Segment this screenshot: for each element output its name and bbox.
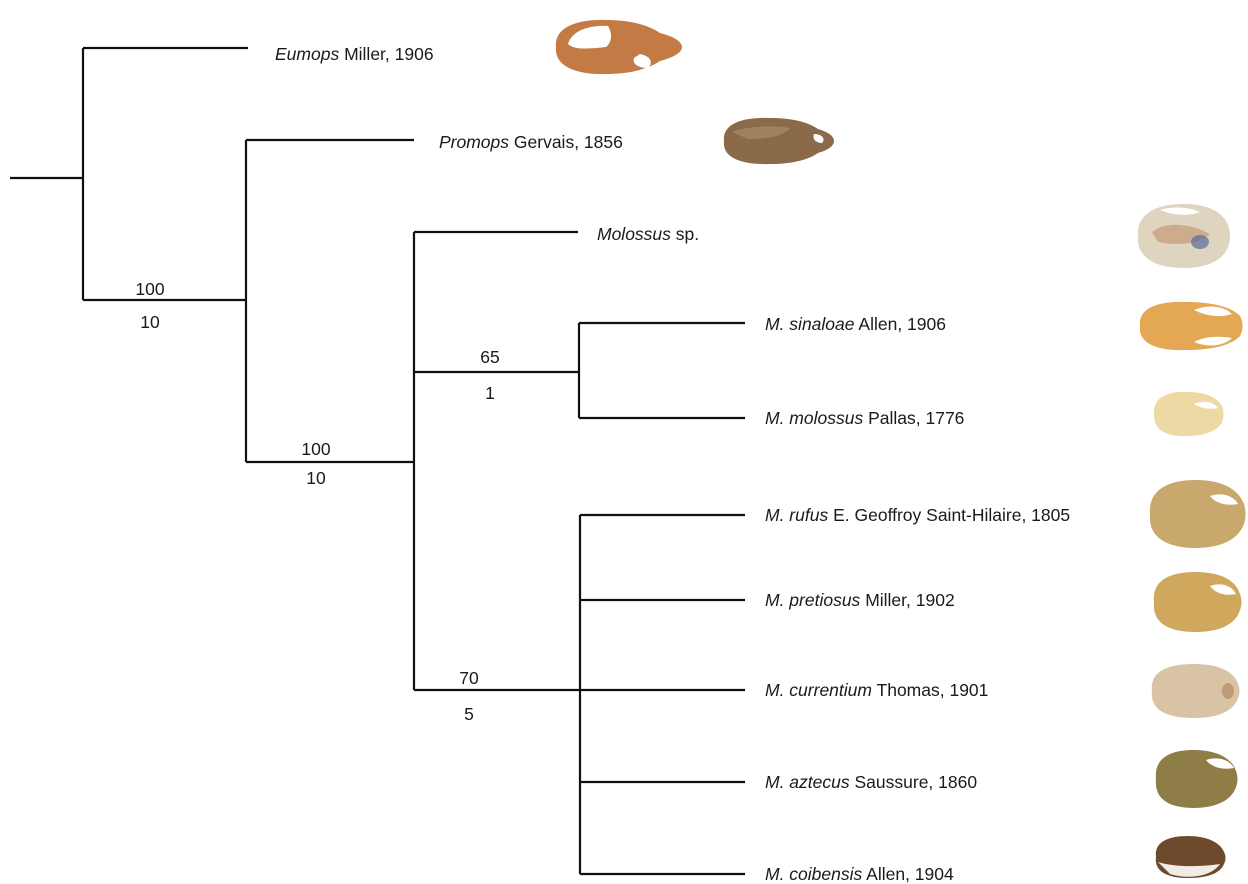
taxon-label-eumops: Eumops Miller, 1906 — [275, 46, 434, 64]
taxon-label-coibensis: M. coibensis Allen, 1904 — [765, 866, 954, 884]
taxon-authority: Gervais, 1856 — [514, 132, 623, 152]
taxon-name: Promops — [439, 132, 509, 152]
beige-skull-icon — [1146, 658, 1244, 724]
orange-skull-icon — [1134, 296, 1246, 356]
support-bottom-node-sinaloae-molossus: 1 — [485, 385, 495, 403]
support-top-node-sinaloae-molossus: 65 — [480, 349, 499, 367]
taxon-label-promops: Promops Gervais, 1856 — [439, 134, 623, 152]
taxon-authority: E. Geoffroy Saint-Hilaire, 1805 — [833, 505, 1070, 525]
pale-skull-icon — [1130, 198, 1238, 274]
taxon-name: M. currentium — [765, 680, 872, 700]
support-bottom-node-molossus-genus: 10 — [306, 470, 325, 488]
dark-brown-skull-icon — [1150, 832, 1228, 882]
taxon-label-currentium: M. currentium Thomas, 1901 — [765, 682, 988, 700]
tree-branches — [10, 48, 745, 874]
taxon-label-aztecus: M. aztecus Saussure, 1860 — [765, 774, 977, 792]
taxon-name: Eumops — [275, 44, 339, 64]
taxon-name: M. molossus — [765, 408, 863, 428]
taxon-label-sinaloae: M. sinaloae Allen, 1906 — [765, 316, 946, 334]
cream-skull-icon — [1150, 386, 1226, 442]
taxon-label-pretiosus: M. pretiosus Miller, 1902 — [765, 592, 955, 610]
support-top-node-promops-molossus: 100 — [135, 281, 164, 299]
taxon-authority: Allen, 1904 — [866, 864, 954, 884]
olive-skull-icon — [1144, 474, 1248, 554]
taxon-name: M. sinaloae — [765, 314, 855, 334]
taxon-name: M. pretiosus — [765, 590, 860, 610]
tan-skull-icon — [550, 14, 686, 80]
taxon-authority: Allen, 1906 — [858, 314, 946, 334]
taxon-name: M. rufus — [765, 505, 828, 525]
support-top-node-molossus-genus: 100 — [301, 441, 330, 459]
support-top-node-rufus-group: 70 — [459, 670, 478, 688]
support-bottom-node-promops-molossus: 10 — [140, 314, 159, 332]
taxon-authority: Miller, 1906 — [344, 44, 434, 64]
taxon-authority: Miller, 1902 — [865, 590, 955, 610]
ochre-skull-icon — [1148, 566, 1246, 638]
brown-skull-icon — [718, 112, 836, 170]
support-bottom-node-rufus-group: 5 — [464, 706, 474, 724]
taxon-authority: Pallas, 1776 — [868, 408, 964, 428]
taxon-label-molossus: M. molossus Pallas, 1776 — [765, 410, 964, 428]
taxon-label-molossus-sp: Molossus sp. — [597, 226, 699, 244]
taxon-label-rufus: M. rufus E. Geoffroy Saint-Hilaire, 1805 — [765, 507, 1070, 525]
taxon-name: M. aztecus — [765, 772, 850, 792]
taxon-authority: Thomas, 1901 — [877, 680, 989, 700]
dark-olive-skull-icon — [1150, 744, 1242, 814]
taxon-authority: Saussure, 1860 — [855, 772, 978, 792]
taxon-name: M. coibensis — [765, 864, 862, 884]
taxon-authority: sp. — [676, 224, 699, 244]
taxon-name: Molossus — [597, 224, 671, 244]
